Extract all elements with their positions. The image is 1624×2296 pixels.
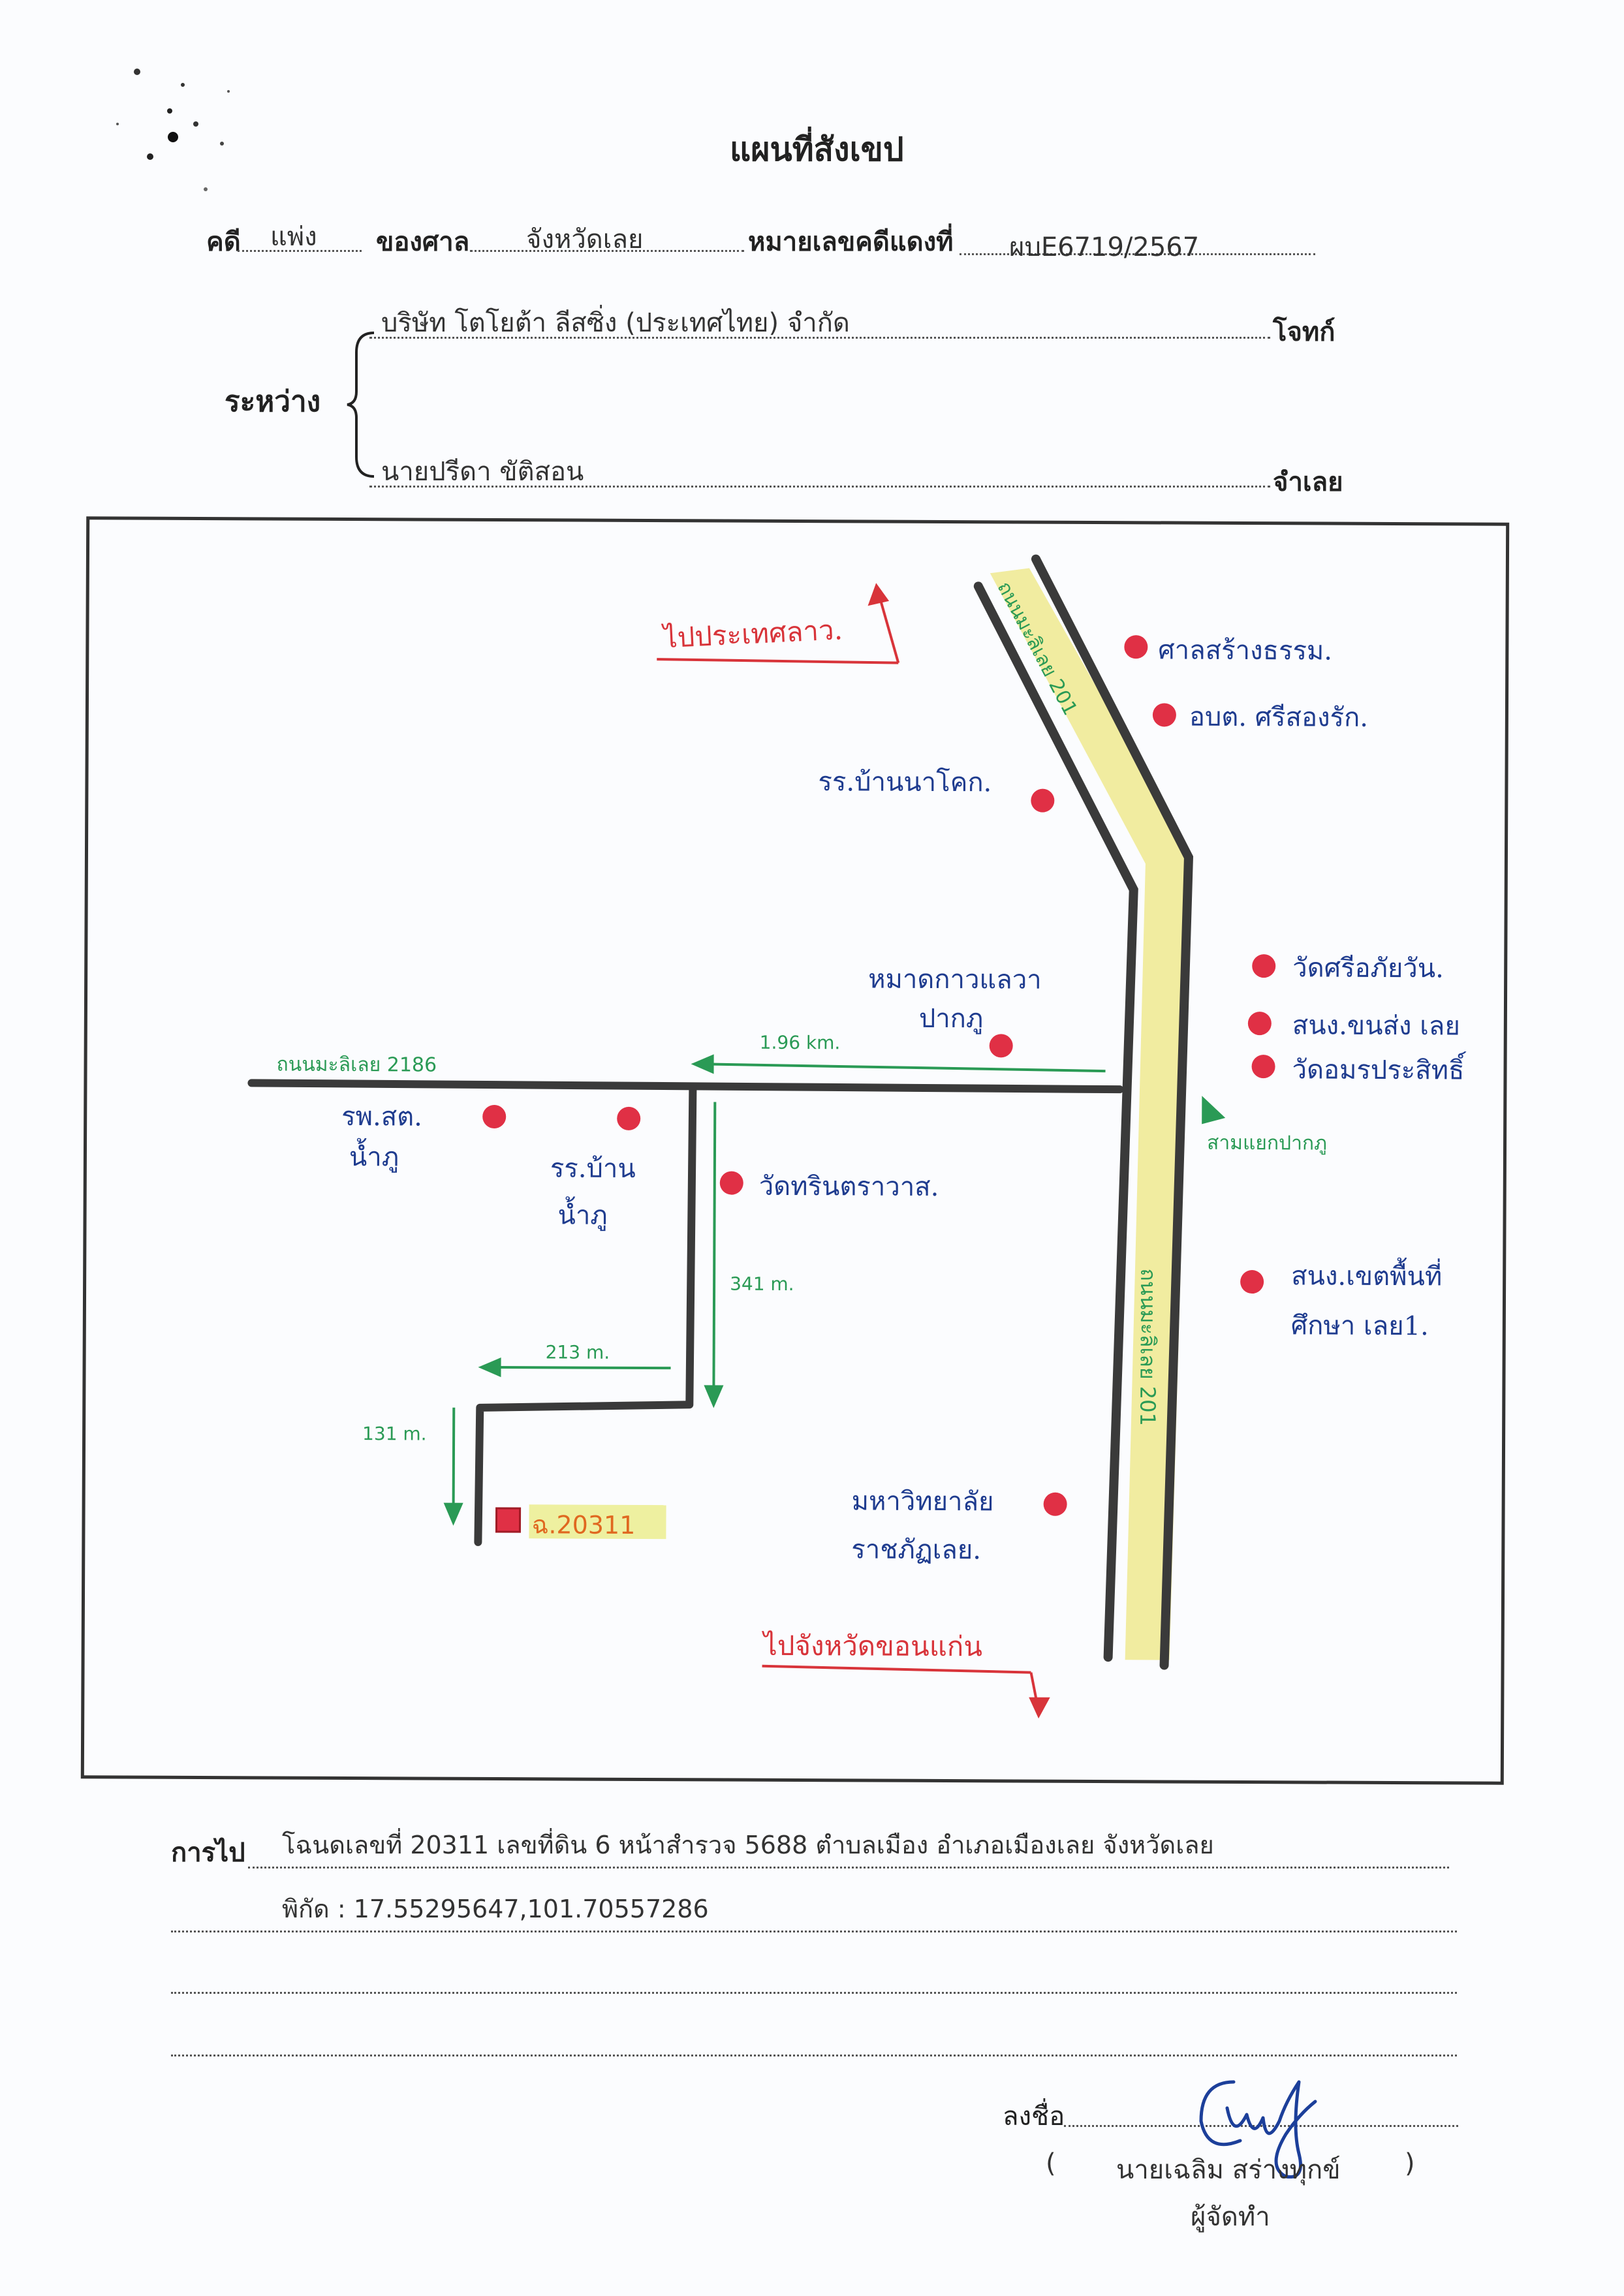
sketch-map <box>247 554 1276 1719</box>
landmark-hospital-2: น้ำภู <box>349 1142 399 1173</box>
red-number-label: หมายเลขคดีแดงที่ <box>748 227 954 257</box>
red-number-value: ผบE6719/2567 <box>1009 232 1200 262</box>
signature-role: ผู้จัดทำ <box>1191 2202 1270 2232</box>
case-label: คดี <box>206 227 241 257</box>
junction-label: สามแยกปากภู <box>1206 1131 1327 1155</box>
landmark-school-nakok: รร.บ้านนาโคก. <box>818 767 992 798</box>
directions-label: การไป <box>171 1838 245 1868</box>
directions-dots-4 <box>171 2055 1457 2056</box>
landmark-edu: สนง.เขตพื้นที่ <box>1291 1261 1443 1292</box>
landmark-wat-amorn: วัดอมรประสิทธิ์ <box>1292 1055 1465 1086</box>
landmark-uni-2: ราชภัฏเลย. <box>851 1534 982 1566</box>
court-label: ของศาล <box>376 227 470 257</box>
court-dots <box>470 250 744 252</box>
landmark-sao: อบต. ศรีสองรัก. <box>1189 702 1369 733</box>
map-frame: ไปประเทศลาว. ไปจังหวัดขอนแก่น ถนนมะลิเลย… <box>80 516 1510 1785</box>
side-road <box>247 1079 1124 1094</box>
case-type: แพ่ง <box>270 222 317 252</box>
highway-highlight <box>990 568 1193 1660</box>
landmark-dots <box>482 635 1276 1516</box>
parcel-highlight <box>529 1504 666 1540</box>
direction-arrows <box>657 583 1050 1719</box>
to-khonkaen-label: ไปจังหวัดขอนแก่น <box>763 1629 983 1663</box>
directions-dots-3 <box>171 1992 1457 1994</box>
directions-line-1: โฉนดเลขที่ 20311 เลขที่ดิน 6 หน้าสำรวจ 5… <box>282 1831 1214 1859</box>
defendant-name: นายปรีดา ขัติสอน <box>381 457 584 487</box>
landmark-office: สนง.ขนส่ง เลย <box>1292 1010 1460 1042</box>
landmark-market-2: ปากภู <box>918 1003 984 1034</box>
signature-dots <box>1064 2125 1458 2127</box>
signature-open-paren: ( <box>1046 2149 1056 2179</box>
landmark-court: ศาลสร้างธรรม. <box>1158 635 1333 666</box>
landmark-uni: มหาวิทยาลัย <box>851 1486 994 1517</box>
parcel-label: ฉ.20311 <box>531 1510 636 1540</box>
distance-arrows <box>443 1054 1226 1526</box>
highway-label-bottom: ถนนมะลิเลย 201 <box>1135 1268 1161 1427</box>
to-laos-label: ไปประเทศลาว. <box>663 613 843 655</box>
signature-name: นายเฉลิม สร่างทุกข์ <box>1116 2155 1341 2185</box>
plaintiff-dots <box>369 337 1270 339</box>
landmark-wat-thin: วัดทรินตราวาส. <box>758 1171 939 1202</box>
landmark-market: หมาดกาวแลวา <box>868 964 1042 995</box>
highway-edge-right <box>1031 554 1194 1670</box>
signature-close-paren: ) <box>1405 2149 1415 2179</box>
landmark-school-nampu-2: น้ำภู <box>557 1200 608 1231</box>
distance-4: 131 m. <box>362 1423 427 1445</box>
access-road <box>474 1083 697 1546</box>
scan-speckle <box>116 69 230 191</box>
court-value: จังหวัดเลย <box>526 225 644 255</box>
directions-line-2: พิกัด : 17.55295647,101.70557286 <box>282 1895 709 1923</box>
between-label: ระหว่าง <box>225 385 321 418</box>
signature-label: ลงชื่อ <box>1003 2102 1065 2132</box>
parcel-marker <box>495 1507 522 1533</box>
page-title: แผนที่สังเขป <box>730 131 904 168</box>
distance-2: 341 m. <box>730 1273 794 1295</box>
case-dots <box>238 250 362 252</box>
plaintiff-name: บริษัท โตโยต้า ลีสซิ่ง (ประเทศไทย) จำกัด <box>381 308 850 338</box>
directions-dots-2 <box>171 1931 1457 1932</box>
directions-dots-1 <box>248 1867 1449 1869</box>
highway-edge-left <box>973 582 1138 1662</box>
red-number-dots <box>960 253 1315 255</box>
distance-3: 213 m. <box>545 1341 610 1363</box>
defendant-role: จำเลย <box>1273 467 1343 497</box>
defendant-dots <box>369 486 1270 488</box>
plaintiff-role: โจทก์ <box>1273 317 1335 347</box>
landmark-school-nampu: รร.บ้าน <box>550 1153 636 1184</box>
landmark-wat-si: วัดศรีอภัยวัน. <box>1292 953 1444 984</box>
landmark-hospital: รพ.สต. <box>341 1101 422 1132</box>
side-road-label: ถนนมะลิเลย 2186 <box>276 1053 437 1077</box>
party-brace <box>347 332 375 478</box>
distance-1: 1.96 km. <box>759 1031 841 1054</box>
signature-scribble <box>1199 2080 1317 2179</box>
landmark-edu-2: ศึกษา เลย1. <box>1290 1311 1429 1342</box>
